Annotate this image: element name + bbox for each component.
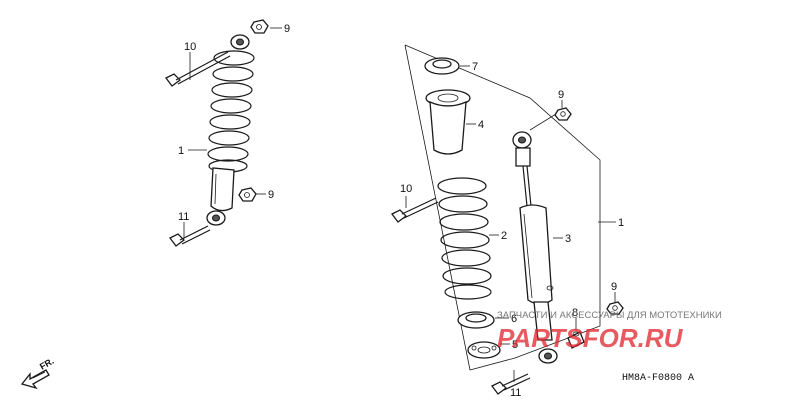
spring-2: [437, 177, 492, 300]
left-nut-9-mid: [238, 187, 257, 202]
callout-r-10: 10: [400, 183, 412, 195]
assembled-shock-absorber: [206, 34, 255, 226]
front-marker-label: FR.: [38, 356, 56, 372]
callout-left-9-top: 9: [284, 23, 290, 35]
callout-r-4: 4: [478, 119, 484, 131]
right-nut-9-top: [554, 107, 572, 121]
callout-r-1: 1: [618, 217, 624, 229]
watermark-line: ЗАПЧАСТИ И АКСЕССУАРЫ ДЛЯ МОТОТЕХНИКИ: [497, 310, 722, 321]
left-nut-9-top: [250, 19, 269, 34]
assembled-spring: [207, 50, 255, 173]
collar-8: [567, 331, 585, 349]
callout-left-10: 10: [184, 41, 196, 53]
callout-r-11: 11: [510, 387, 521, 399]
watermark-brand: PARTSFOR.RU: [497, 323, 684, 353]
right-bolt-11: [491, 373, 531, 395]
spring-seat-6: [457, 311, 495, 329]
callout-left-11: 11: [178, 211, 189, 223]
callout-r-7: 7: [472, 61, 478, 73]
right-bolt-10: [391, 197, 439, 223]
left-bolt-10: [165, 51, 231, 87]
callout-r-9-bottom: 9: [611, 281, 617, 293]
diagram-code: HM8A-F0800 A: [622, 373, 694, 384]
callout-r-9-top: 9: [558, 89, 564, 101]
spring-seat-7: [424, 57, 460, 75]
callout-r-3: 3: [565, 233, 571, 245]
callout-r-6: 6: [511, 313, 517, 325]
stopper-4: [425, 89, 471, 155]
callout-r-2: 2: [501, 230, 507, 242]
callout-r-5: 5: [512, 339, 518, 351]
callout-r-8: 8: [572, 307, 578, 319]
damper-3: [512, 131, 558, 364]
left-bolt-11: [169, 225, 211, 247]
callout-left-9-mid: 9: [268, 189, 274, 201]
callout-left-1: 1: [178, 145, 184, 157]
stopper-5: [467, 341, 501, 359]
right-nut-9-bottom: [606, 301, 624, 315]
assembly-outline: [404, 44, 601, 371]
front-arrow-icon: [20, 369, 50, 390]
